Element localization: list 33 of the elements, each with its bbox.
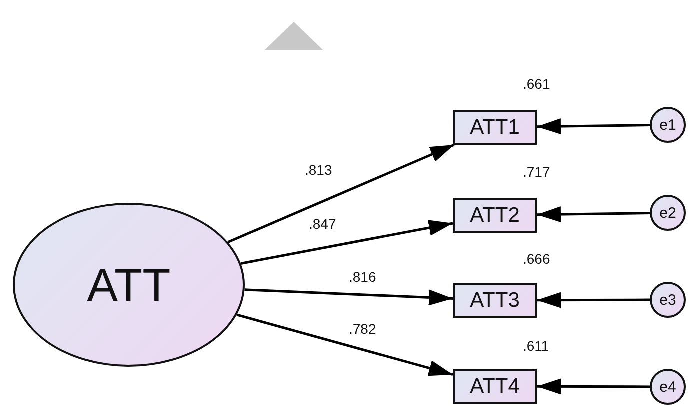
- node-label: e4: [660, 378, 676, 396]
- arrow: [228, 144, 455, 244]
- node-label: ATT4: [470, 374, 520, 398]
- observed-variable-box: [453, 110, 537, 145]
- arrow: [536, 118, 650, 135]
- edge-label: .782: [348, 321, 378, 337]
- observed-variable-box: [453, 369, 537, 404]
- arrow: [537, 378, 650, 395]
- squared-multiple-correlation: .611: [522, 338, 550, 354]
- node-label: ATT: [87, 258, 171, 312]
- node-label: e1: [660, 116, 676, 134]
- error-circle: [650, 107, 686, 143]
- node-label: ATT2: [470, 204, 520, 228]
- observed-variable-box: [453, 283, 537, 318]
- arrow: [537, 292, 650, 308]
- node-label: e3: [660, 292, 676, 308]
- arrow: [240, 220, 454, 265]
- node-label: ATT3: [470, 288, 520, 312]
- squared-multiple-correlation: .666: [522, 251, 552, 267]
- error-circle: [650, 195, 686, 231]
- arrow: [536, 206, 650, 223]
- squared-multiple-correlation: .661: [522, 76, 552, 92]
- arrow: [244, 288, 454, 306]
- arrow: [236, 314, 454, 376]
- edge-label: .813: [304, 162, 334, 178]
- node-label: e2: [660, 204, 676, 222]
- observed-variable-box: [453, 198, 537, 233]
- error-circle: [650, 369, 686, 405]
- squared-multiple-correlation: .717: [522, 164, 552, 180]
- error-circle: [650, 282, 686, 318]
- edge-label: .816: [348, 269, 378, 285]
- edge-label: .847: [308, 216, 338, 232]
- node-label: ATT1: [470, 116, 520, 140]
